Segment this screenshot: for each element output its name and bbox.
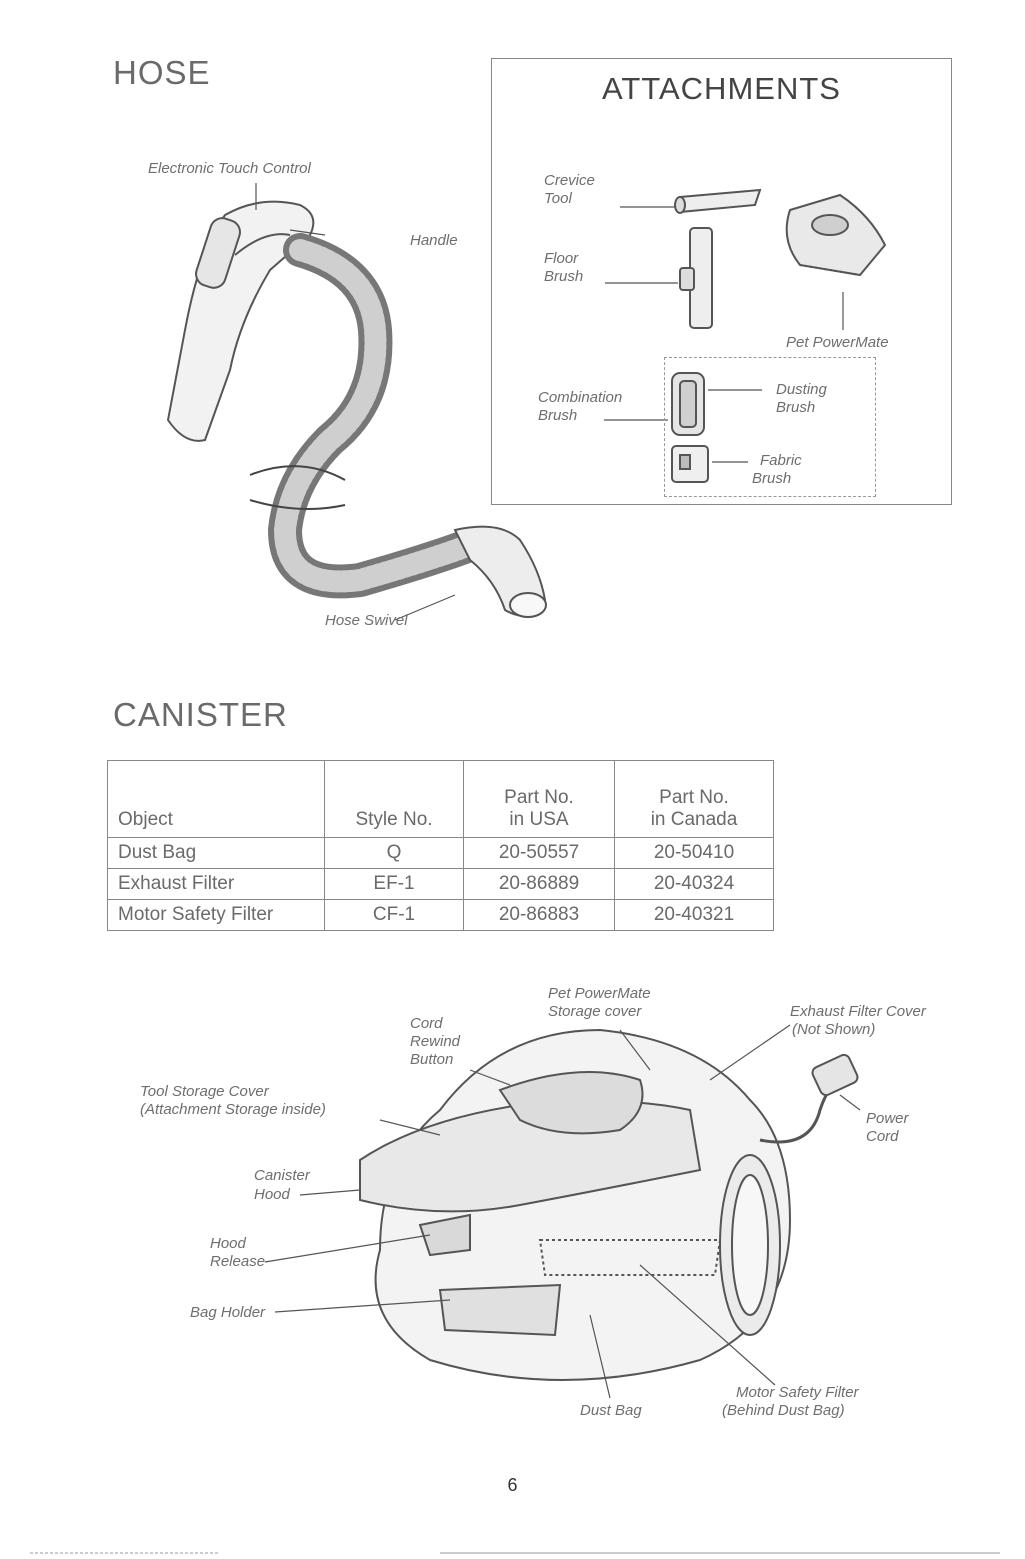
- bag-holder-label: Bag Holder: [190, 1304, 265, 1322]
- floor-brush-label-2: Brush: [544, 268, 583, 286]
- pet-powermate-label: Pet PowerMate: [786, 334, 889, 352]
- parts-table: Object Style No. Part No.in USA Part No.…: [107, 760, 774, 931]
- tool-storage-label-2: (Attachment Storage inside): [140, 1101, 326, 1119]
- header-part-canada: Part No.in Canada: [615, 761, 774, 838]
- motor-filter-label-2: (Behind Dust Bag): [722, 1402, 845, 1420]
- header-part-usa: Part No.in USA: [464, 761, 615, 838]
- cell-style: Q: [325, 838, 464, 869]
- canister-hood-label-1: Canister: [254, 1167, 310, 1185]
- combination-brush-label-2: Brush: [538, 407, 577, 425]
- canister-heading: CANISTER: [113, 696, 288, 734]
- dusting-brush-label-2: Brush: [776, 399, 815, 417]
- cell-object: Motor Safety Filter: [108, 900, 325, 931]
- crevice-tool-label-2: Tool: [544, 190, 572, 208]
- table-row: Dust Bag Q 20-50557 20-50410: [108, 838, 774, 869]
- dust-bag-label: Dust Bag: [580, 1402, 642, 1420]
- cell-part-canada: 20-40321: [615, 900, 774, 931]
- motor-filter-label-1: Motor Safety Filter: [736, 1384, 859, 1402]
- attachments-title: ATTACHMENTS: [492, 71, 951, 107]
- table-row: Exhaust Filter EF-1 20-86889 20-40324: [108, 869, 774, 900]
- hose-swivel-label: Hose Swivel: [325, 612, 408, 630]
- cell-object: Exhaust Filter: [108, 869, 325, 900]
- floor-brush-label-1: Floor: [544, 250, 578, 268]
- cell-part-usa: 20-86889: [464, 869, 615, 900]
- hose-heading: HOSE: [113, 54, 211, 92]
- canister-illustration: [265, 1025, 860, 1398]
- crevice-tool-label-1: Crevice: [544, 172, 595, 190]
- table-header-row: Object Style No. Part No.in USA Part No.…: [108, 761, 774, 838]
- hood-release-label-1: Hood: [210, 1235, 246, 1253]
- dusting-brush-label-1: Dusting: [776, 381, 827, 399]
- cord-rewind-label-3: Button: [410, 1051, 453, 1069]
- hood-release-label-2: Release: [210, 1253, 265, 1271]
- cell-style: CF-1: [325, 900, 464, 931]
- power-cord-label-1: Power: [866, 1110, 909, 1128]
- table-row: Motor Safety Filter CF-1 20-86883 20-403…: [108, 900, 774, 931]
- cell-part-usa: 20-50557: [464, 838, 615, 869]
- fabric-brush-label-2: Brush: [752, 470, 791, 488]
- cell-object: Dust Bag: [108, 838, 325, 869]
- cell-style: EF-1: [325, 869, 464, 900]
- handle-label: Handle: [410, 232, 458, 250]
- cord-rewind-label-2: Rewind: [410, 1033, 460, 1051]
- touch-control-label: Electronic Touch Control: [148, 160, 311, 178]
- canister-hood-label-2: Hood: [254, 1186, 290, 1204]
- tool-storage-label-1: Tool Storage Cover: [140, 1083, 269, 1101]
- hose-illustration: [168, 183, 546, 620]
- power-cord-label-2: Cord: [866, 1128, 899, 1146]
- page-number: 6: [0, 1475, 1025, 1496]
- cell-part-canada: 20-50410: [615, 838, 774, 869]
- fabric-brush-label-1: Fabric: [760, 452, 802, 470]
- exhaust-cover-label-1: Exhaust Filter Cover: [790, 1003, 926, 1021]
- cell-part-canada: 20-40324: [615, 869, 774, 900]
- pet-storage-label-1: Pet PowerMate: [548, 985, 651, 1003]
- header-object: Object: [108, 761, 325, 838]
- pet-storage-label-2: Storage cover: [548, 1003, 641, 1021]
- cord-rewind-label-1: Cord: [410, 1015, 443, 1033]
- exhaust-cover-label-2: (Not Shown): [792, 1021, 875, 1039]
- header-style: Style No.: [325, 761, 464, 838]
- cell-part-usa: 20-86883: [464, 900, 615, 931]
- combination-brush-label-1: Combination: [538, 389, 622, 407]
